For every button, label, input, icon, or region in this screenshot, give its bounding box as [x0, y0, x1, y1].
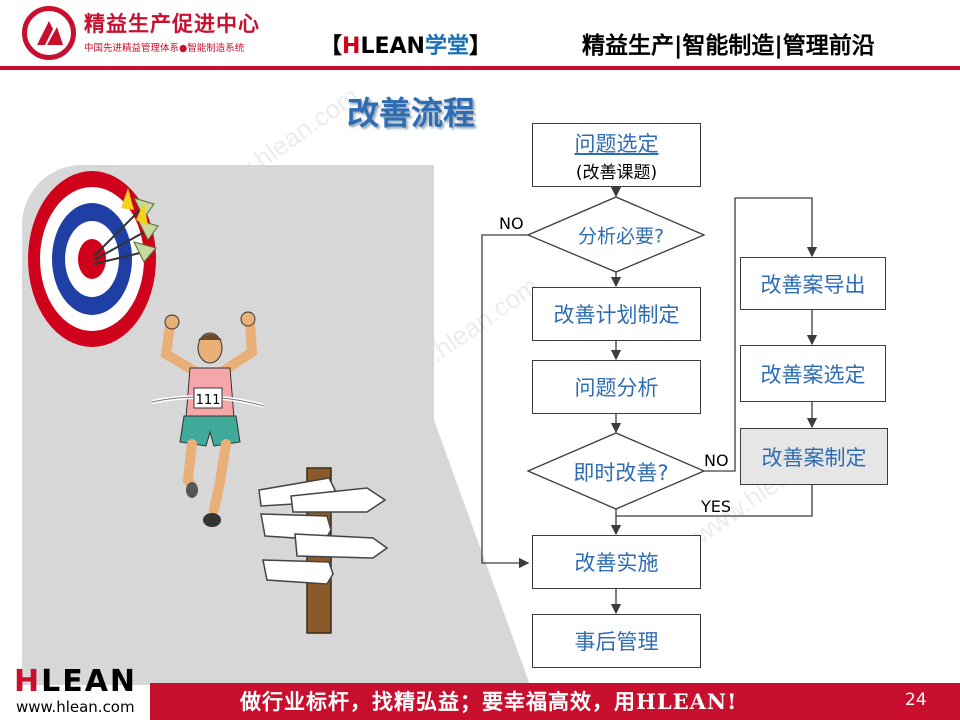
- brand-school: 学堂: [424, 34, 469, 59]
- follow-up-label: 事后管理: [574, 630, 659, 654]
- implement-label: 改善实施: [574, 551, 659, 575]
- footer-logo-rest: LEAN: [41, 664, 138, 699]
- runner-icon: 111: [151, 311, 265, 527]
- page-title: 改善流程: [347, 94, 476, 132]
- footer-slogan: 做行业标杆，找精弘益；要幸福高效，用HLEAN!: [240, 689, 738, 714]
- header: [0, 0, 960, 70]
- step-implement: 改善实施: [532, 535, 701, 589]
- page-number: 24: [905, 690, 927, 710]
- problem-select-link[interactable]: 问题选定: [574, 131, 659, 156]
- step-plan: 改善计划制定: [532, 287, 701, 341]
- bib-number: 111: [196, 393, 221, 408]
- org-subtitle: 中国先进精益管理体系●智能制造系统: [84, 43, 245, 54]
- header-divider: [0, 66, 960, 70]
- no-label-immediate: NO: [704, 451, 729, 470]
- header-slogan: 精益生产|智能制造|管理前沿: [582, 33, 875, 59]
- problem-analysis-label: 问题分析: [574, 376, 659, 400]
- footer-logo-h: H: [14, 664, 42, 699]
- brand-tag: 【HLEAN学堂】: [320, 28, 491, 60]
- brand-lean: LEAN: [360, 34, 425, 59]
- org-logo-icon: [22, 6, 76, 60]
- yes-label: YES: [701, 497, 732, 516]
- step-problem-analysis: 问题分析: [532, 360, 701, 414]
- select-label: 改善案选定: [760, 362, 866, 387]
- no-label-analysis: NO: [499, 214, 524, 233]
- step-problem-select: 问题选定 (改善课题): [532, 123, 701, 187]
- step-follow-up: 事后管理: [532, 614, 701, 668]
- decision-analysis-needed: 分析必要?: [577, 225, 665, 248]
- decision-immediate: 即时改善?: [573, 461, 669, 485]
- brand-h: H: [342, 34, 361, 59]
- derive-label: 改善案导出: [760, 272, 866, 297]
- signpost-icon: [258, 467, 389, 634]
- step-formulate: 改善案制定: [740, 428, 888, 485]
- formulate-label: 改善案制定: [761, 445, 867, 470]
- footer-bar: [150, 683, 960, 720]
- target-icon: [28, 171, 159, 347]
- footer-url[interactable]: www.hlean.com: [16, 698, 135, 716]
- footer-logo: HLEAN: [14, 664, 137, 699]
- step-derive: 改善案导出: [740, 257, 886, 310]
- org-name: 精益生产促进中心: [84, 12, 260, 36]
- brand-open: 【: [320, 34, 343, 59]
- step-select: 改善案选定: [740, 345, 886, 402]
- problem-select-sub: (改善课题): [575, 162, 658, 183]
- plan-label: 改善计划制定: [553, 303, 680, 327]
- brand-close: 】: [468, 34, 491, 59]
